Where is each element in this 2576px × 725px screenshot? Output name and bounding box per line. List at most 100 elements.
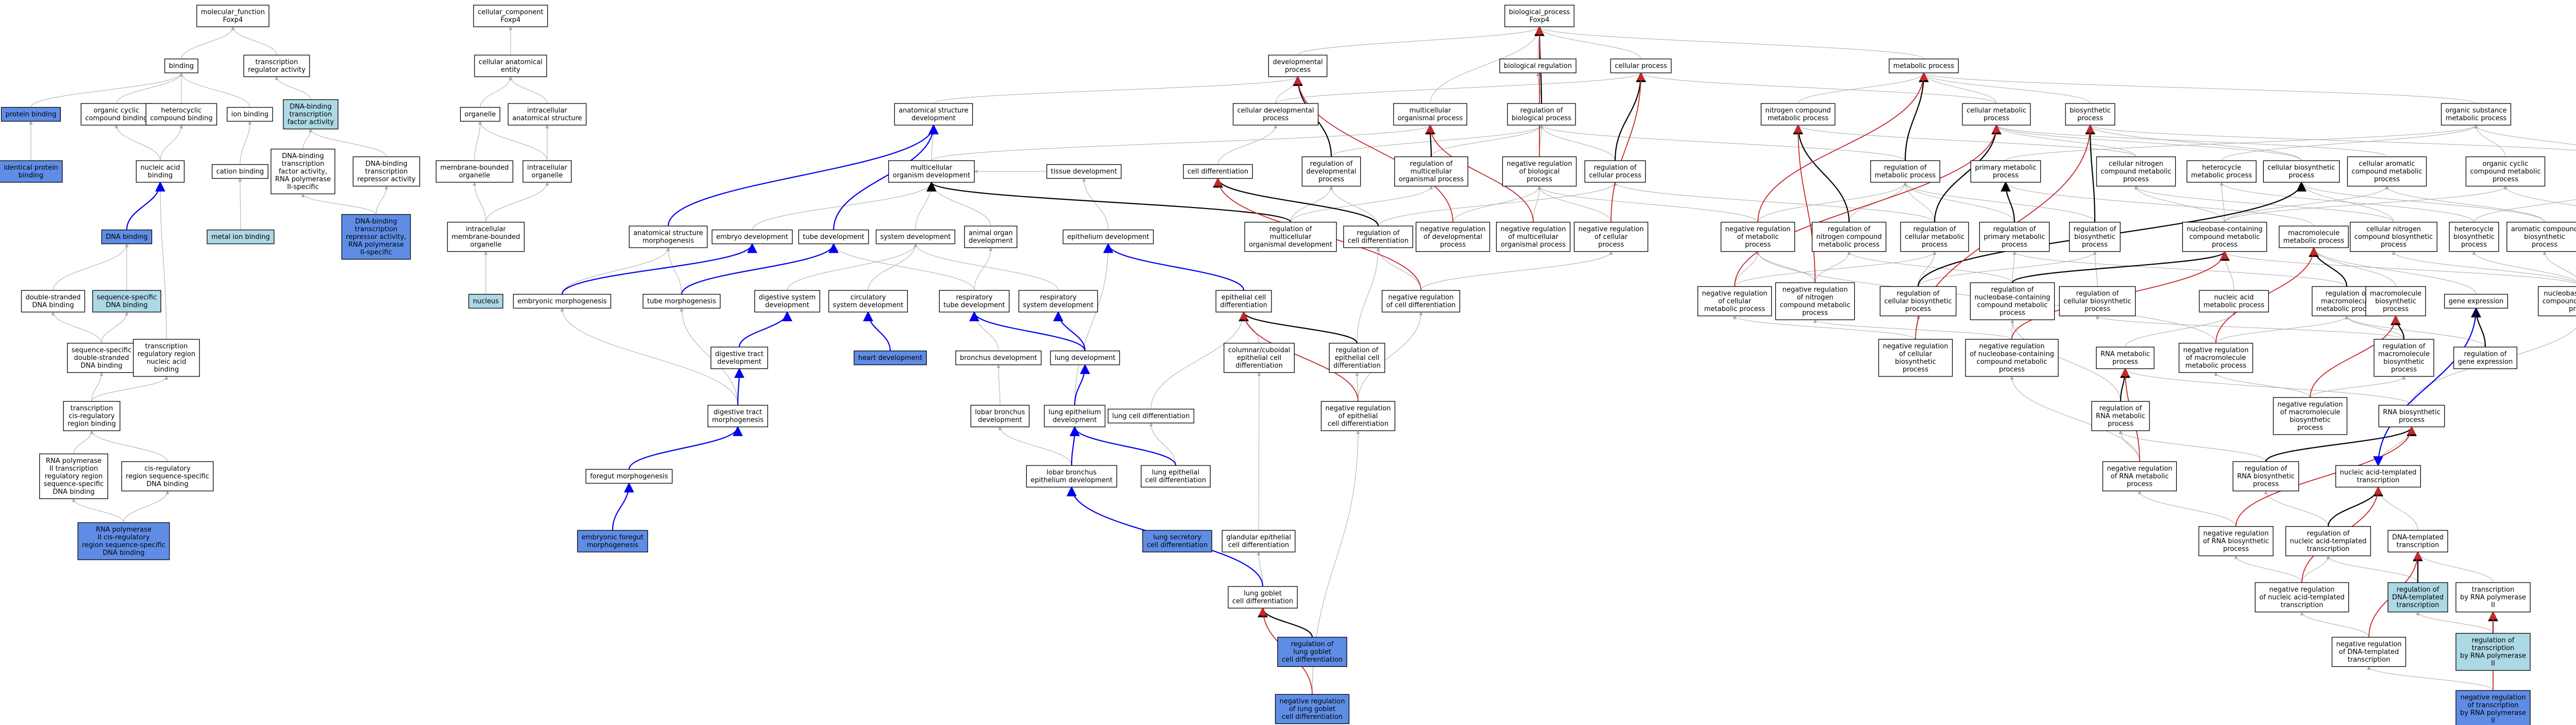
edge-gray-neg-reg-cmp-to-neg-reg-met xyxy=(1734,251,1760,287)
term-node-tissue-dev: tissue development xyxy=(1046,164,1122,179)
term-box xyxy=(629,226,708,248)
edge-gray-trcr-to-na-bind xyxy=(158,182,167,340)
edge-gray-prot-bind-to-binding xyxy=(30,72,183,108)
term-label: of cellular xyxy=(1595,233,1628,241)
edge-gray-reg-gene-expr-to-reg-macro-met xyxy=(2345,315,2486,348)
term-label: animal organ xyxy=(969,230,1013,237)
edge-blue-tube-dev-to-asd xyxy=(833,124,939,230)
term-box xyxy=(1970,160,2041,183)
term-label: organismal process xyxy=(1501,241,1566,249)
edge-gray-organ-dev-to-mod xyxy=(929,182,991,227)
edge-gray-nbc-met-to-cell-n-met xyxy=(2134,185,2225,222)
term-label: negative regulation xyxy=(1279,698,1345,705)
term-node-binding: binding xyxy=(164,58,198,74)
term-label: of cellular xyxy=(1899,351,1933,358)
edge-black-reg-cell-diff-to-cell-diff xyxy=(1213,177,1379,227)
edge-gray-cell-met-to-met-proc xyxy=(1922,72,1997,104)
term-label: cell differentiation xyxy=(1228,542,1289,549)
term-label: digestive tract xyxy=(714,409,762,417)
term-label: differentiation xyxy=(1333,362,1381,370)
term-node-foregut-morph: foregut morphogenesis xyxy=(585,469,673,484)
term-label: of cell differentiation xyxy=(1386,302,1456,309)
term-box xyxy=(585,469,673,484)
term-box xyxy=(875,229,956,245)
term-label: epithelial cell xyxy=(1222,294,1266,302)
term-box xyxy=(1393,103,1467,126)
edge-gray-neg-reg-cd-to-reg-cell-diff xyxy=(1376,247,1421,291)
edge-gray-neg-reg-ncm-to-reg-ncm xyxy=(1815,251,1851,283)
term-label: anatomical structure xyxy=(899,107,968,115)
term-label: embryonic morphogenesis xyxy=(517,298,606,305)
term-label: lung cell differentiation xyxy=(1112,412,1190,420)
term-label: regulation of xyxy=(2099,405,2142,412)
edge-gray-rnap-cis-to-tcr-bind xyxy=(73,430,94,454)
term-label: negative regulation xyxy=(1420,226,1485,233)
edge-gray-nat-to-rna-bio xyxy=(2378,426,2414,466)
term-label: regulation of xyxy=(1310,160,1353,168)
term-label: transcription xyxy=(2397,542,2439,549)
edge-black-reg-macro-bio-to-macro-bio xyxy=(2391,315,2405,340)
term-label: RNA polymerase xyxy=(348,241,404,249)
edge-blue-lobar-epi-to-lung-epi-dev xyxy=(1070,426,1080,466)
edge-gray-reg-nbc-met-to-reg-ncm xyxy=(1847,251,2013,283)
edge-gray-nbc-met-to-het-met xyxy=(2219,182,2225,222)
term-label: process xyxy=(2532,241,2557,249)
term-label: process xyxy=(2223,545,2249,553)
term-box xyxy=(1900,221,1969,252)
term-label: metabolic process xyxy=(2185,362,2247,370)
edge-blue-epi-cell-diff-to-epi-dev xyxy=(1103,243,1245,291)
term-label: cell differentiation xyxy=(1188,168,1248,176)
term-label: epithelium development xyxy=(1067,233,1149,241)
term-box xyxy=(460,107,501,122)
term-box xyxy=(2465,156,2546,187)
edge-gray-org-sub-to-met-proc xyxy=(1922,72,2477,104)
term-box xyxy=(1232,103,1319,126)
edge-gray-organelle-to-cae xyxy=(480,76,513,108)
term-box xyxy=(513,294,612,309)
edge-red-neg-reg-epi-to-epi-cell-diff xyxy=(1239,311,1359,402)
term-box xyxy=(1979,221,2050,252)
term-label: lobar bronchus xyxy=(975,409,1025,417)
term-box xyxy=(447,221,525,252)
term-box xyxy=(1504,5,1574,27)
term-label: negative regulation xyxy=(2460,694,2526,702)
term-label: embryonic foregut xyxy=(582,534,643,542)
term-label: cellular aromatic xyxy=(2359,160,2415,168)
term-box xyxy=(2455,690,2531,725)
term-label: tissue development xyxy=(1051,168,1117,176)
edge-gray-cation-bind-to-ion-bind xyxy=(240,120,252,165)
term-label: development xyxy=(765,302,809,309)
term-label: DNA binding xyxy=(106,233,147,241)
term-label: development xyxy=(978,417,1022,424)
term-box xyxy=(828,290,908,313)
term-label: DNA binding xyxy=(103,549,144,557)
term-box xyxy=(2350,221,2437,252)
term-node-gene-expr: gene expression xyxy=(2444,294,2509,309)
edge-gray-epi-dev-to-tissue-dev xyxy=(1082,178,1109,230)
term-label: process xyxy=(1318,176,1344,183)
term-label: regulation of xyxy=(2383,343,2426,351)
term-label: process xyxy=(1999,366,2025,374)
term-label: negative regulation xyxy=(2107,465,2172,473)
term-label: regulation of xyxy=(2472,637,2515,645)
term-label: regulation of xyxy=(1357,230,1400,237)
term-label: regulation of xyxy=(2245,465,2287,473)
